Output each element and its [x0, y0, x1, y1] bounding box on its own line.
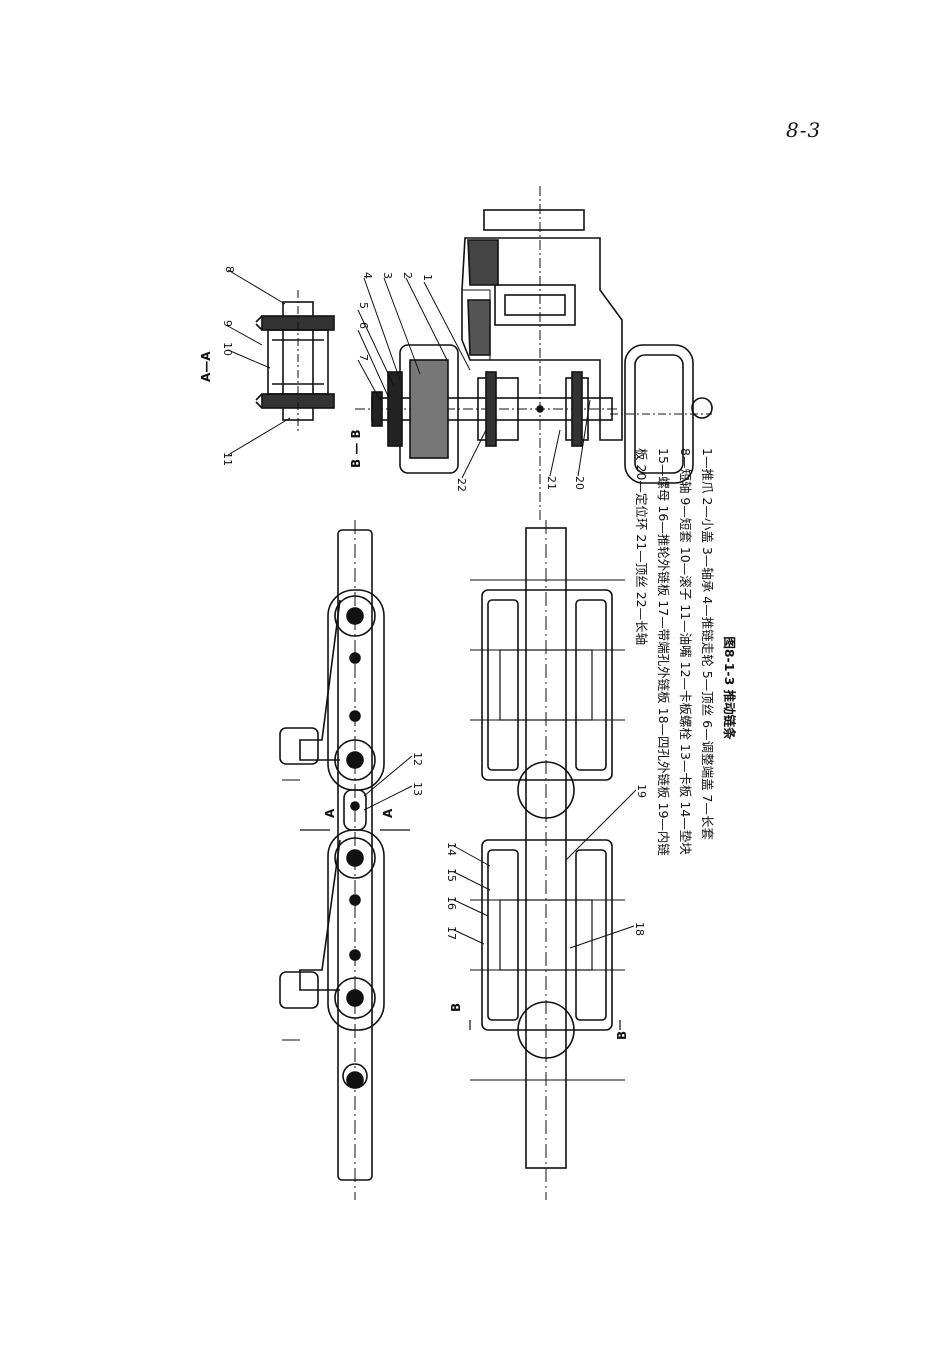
callout-5: 5 [357, 302, 370, 309]
section-mark-b-right: B [615, 1031, 629, 1040]
callout-9: 9 [221, 320, 234, 327]
section-label-bb: B — B [349, 429, 363, 468]
legend-line: 8—短轴 9—短套 10—滚子 11—油嘴 12—卡板螺栓 13—卡板 14—垫… [678, 448, 693, 855]
callout-20: 20 [573, 476, 586, 490]
callout-11: 11 [221, 452, 234, 466]
section-mark-b-left: B [449, 1003, 463, 1012]
callout-22: 22 [455, 478, 468, 492]
section-mark-a-right: A [381, 808, 395, 818]
callout-8: 8 [223, 266, 236, 273]
callout-4: 4 [361, 272, 374, 279]
section-label-aa: A—A [199, 351, 213, 382]
callouts: 8 9 10 11 1 2 3 4 5 6 7 22 21 20 12 13 1… [221, 266, 648, 940]
section-labels: A—A B — B A A B B [199, 351, 629, 1040]
callout-2: 2 [401, 272, 414, 279]
callout-12: 12 [411, 752, 424, 766]
page-number: 8-3 [786, 118, 822, 142]
legend-line: 1—推爪 2—小盖 3—轴承 4—推链走轮 5—顶丝 6—调整端盖 7—长套 [700, 448, 715, 841]
section-bb-drawing [355, 186, 713, 520]
callout-19: 19 [635, 784, 648, 798]
callout-16: 16 [445, 896, 458, 910]
callout-3: 3 [381, 272, 394, 279]
legend-line: 板 20—定位环 21—顶丝 22—长轴 [634, 448, 649, 646]
legend-line: 15—螺母 16—推轮外链板 17—带端孔外链板 18—四孔外链板 19—内链 [656, 448, 671, 856]
callout-14: 14 [445, 842, 458, 856]
callout-1: 1 [421, 274, 434, 281]
callout-15: 15 [445, 868, 458, 882]
section-aa-drawing [255, 290, 335, 432]
plan-view-left [279, 520, 410, 1200]
callout-10: 10 [221, 342, 234, 356]
callout-7: 7 [357, 354, 370, 361]
callout-21: 21 [545, 476, 558, 490]
callout-13: 13 [411, 782, 424, 796]
figure-title: 图8-1-3 推动链条 [722, 636, 737, 740]
leader-lines [225, 269, 637, 949]
callout-17: 17 [445, 926, 458, 940]
section-mark-a-left: A [323, 808, 337, 818]
plan-view-right [469, 520, 625, 1200]
callout-18: 18 [633, 922, 646, 936]
callout-6: 6 [357, 322, 370, 329]
